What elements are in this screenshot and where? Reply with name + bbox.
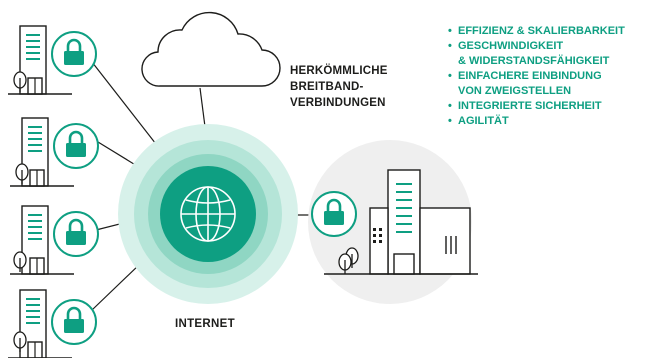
feature-list: EFFIZIENZ & SKALIERBARKEIT GESCHWINDIGKE… [448,24,625,129]
branch-office-4 [7,289,98,358]
padlock-icon [310,190,358,238]
feature-item: AGILITÄT [448,114,625,129]
feature-item-continued: VON ZWEIGSTELLEN [458,85,572,97]
headquarters [308,140,478,304]
padlock-icon [50,298,98,346]
feature-item: GESCHWINDIGKEIT [448,39,625,54]
branch-office-3 [9,205,100,275]
padlock-icon [50,30,98,78]
padlock-icon [52,210,100,258]
branch-office-1 [7,25,98,95]
headquarters-building-icon [324,169,478,275]
feature-item: EFFIZIENZ & SKALIERBARKEIT [448,24,625,39]
cloud-label-line: VERBINDUNGEN [290,97,386,109]
cloud-icon [141,11,281,87]
internet-label: INTERNET [175,318,235,330]
cloud-label-line: BREITBAND- [290,81,364,93]
feature-item-continued: & WIDERSTANDSFÄHIGKEIT [458,55,610,67]
cloud-label: HERKÖMMLICHE BREITBAND- VERBINDUNGEN [290,63,388,111]
padlock-icon [52,122,100,170]
feature-item: EINFACHERE EINBINDUNG [448,69,625,84]
globe-icon [180,186,236,242]
branch-office-2 [9,117,100,187]
internet-globe [118,124,298,304]
cloud-label-line: HERKÖMMLICHE [290,65,388,77]
feature-item: INTEGRIERTE SICHERHEIT [448,99,625,114]
